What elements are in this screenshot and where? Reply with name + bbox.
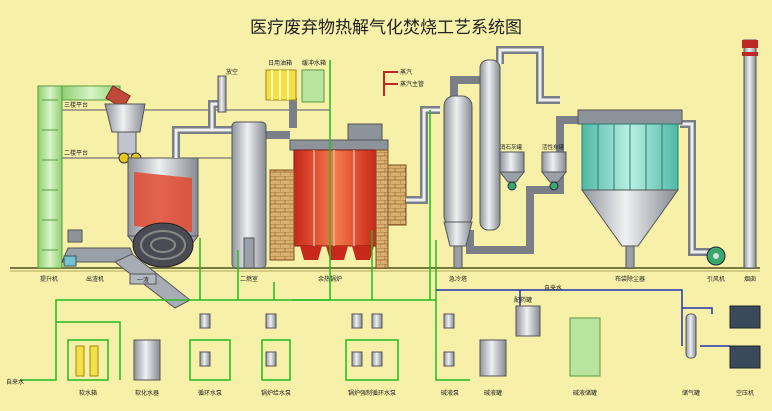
alkali-tank xyxy=(479,339,507,377)
softener-label: 软化水器 xyxy=(135,389,159,397)
platform-2-label: 二楼平台 xyxy=(64,149,88,157)
boiler-circ-pump-group xyxy=(351,313,383,367)
platform-3-label: 三楼平台 xyxy=(64,101,88,109)
lift-tower xyxy=(37,85,131,269)
ash-bin xyxy=(129,273,157,285)
quench-tower-label: 急冷塔 xyxy=(449,275,467,283)
baghouse xyxy=(577,109,683,269)
boiler-circ-pump-label: 锅炉强制循环水泵 xyxy=(348,389,396,397)
id-fan xyxy=(706,246,726,266)
feed-pump-group xyxy=(265,313,277,367)
id-fan-label: 引风机 xyxy=(707,275,725,283)
buffer-tank xyxy=(301,69,325,103)
alkali-tank-label: 碱液罐 xyxy=(484,389,502,397)
gasifier xyxy=(104,103,199,268)
air-tank-label: 储气罐 xyxy=(682,389,700,397)
carbon-bin xyxy=(540,151,568,191)
fuel-oil-tank xyxy=(265,69,297,101)
secondary-chamber xyxy=(231,121,267,269)
alkali-pump-group xyxy=(443,313,455,367)
feed-pump-label: 锅炉给水泵 xyxy=(261,389,291,397)
quench-tower xyxy=(443,59,501,269)
ash-conveyor xyxy=(61,229,137,267)
chimney xyxy=(742,39,758,269)
lime-bin xyxy=(498,151,526,191)
alkali-storage xyxy=(569,317,601,377)
vent-stack xyxy=(217,75,227,113)
water-tank-col-a xyxy=(75,345,85,377)
water-tank-col-b xyxy=(89,345,99,377)
mix-tank xyxy=(515,305,541,337)
compressor-label: 空压机 xyxy=(736,389,754,397)
vent-label: 放空 xyxy=(226,68,238,76)
mix-tank-label: 配药罐 xyxy=(514,296,532,304)
water-tank-frame xyxy=(67,339,109,381)
steam-label: 蒸汽 xyxy=(400,68,412,76)
circ-pump-label: 循环水泵 xyxy=(198,389,222,397)
steam-header-pipe xyxy=(383,83,398,96)
water-tank-label: 软水箱 xyxy=(79,389,97,397)
circ-pump-group xyxy=(199,313,211,367)
baghouse-label: 布袋除尘器 xyxy=(615,275,645,283)
fuel-oil-tank-label: 日用油箱 xyxy=(268,59,292,67)
air-tank xyxy=(685,313,697,359)
flue-duct-highlight xyxy=(406,48,712,254)
diagram-title: 医疗废弃物热解气化焚烧工艺系统图 xyxy=(250,18,522,38)
softener xyxy=(133,339,161,381)
lime-bin-label: 消石灰罐 xyxy=(500,143,523,151)
secondary-chamber-label: 二燃室 xyxy=(240,275,258,283)
alkali-pump-label: 碱液泵 xyxy=(441,389,459,397)
compressor-a xyxy=(729,305,761,329)
alkali-storage-label: 碱液储罐 xyxy=(573,389,597,397)
waste-heat-boiler xyxy=(269,123,407,269)
chimney-label: 烟囱 xyxy=(744,275,756,283)
ash-conveyor-label: 出渣机 xyxy=(86,275,104,283)
buffer-tank-label: 缓冲水箱 xyxy=(302,59,326,67)
ash-bin-label: 一渣 xyxy=(137,276,149,284)
steam-header-label: 蒸汽主管 xyxy=(400,80,424,88)
compressor-b xyxy=(729,345,761,369)
lift-label: 提升机 xyxy=(40,275,58,283)
tap-water-label: 自来水 xyxy=(544,284,562,292)
water-in-label: 自来水 xyxy=(6,378,24,386)
carbon-bin-label: 活性炭罐 xyxy=(542,143,565,151)
